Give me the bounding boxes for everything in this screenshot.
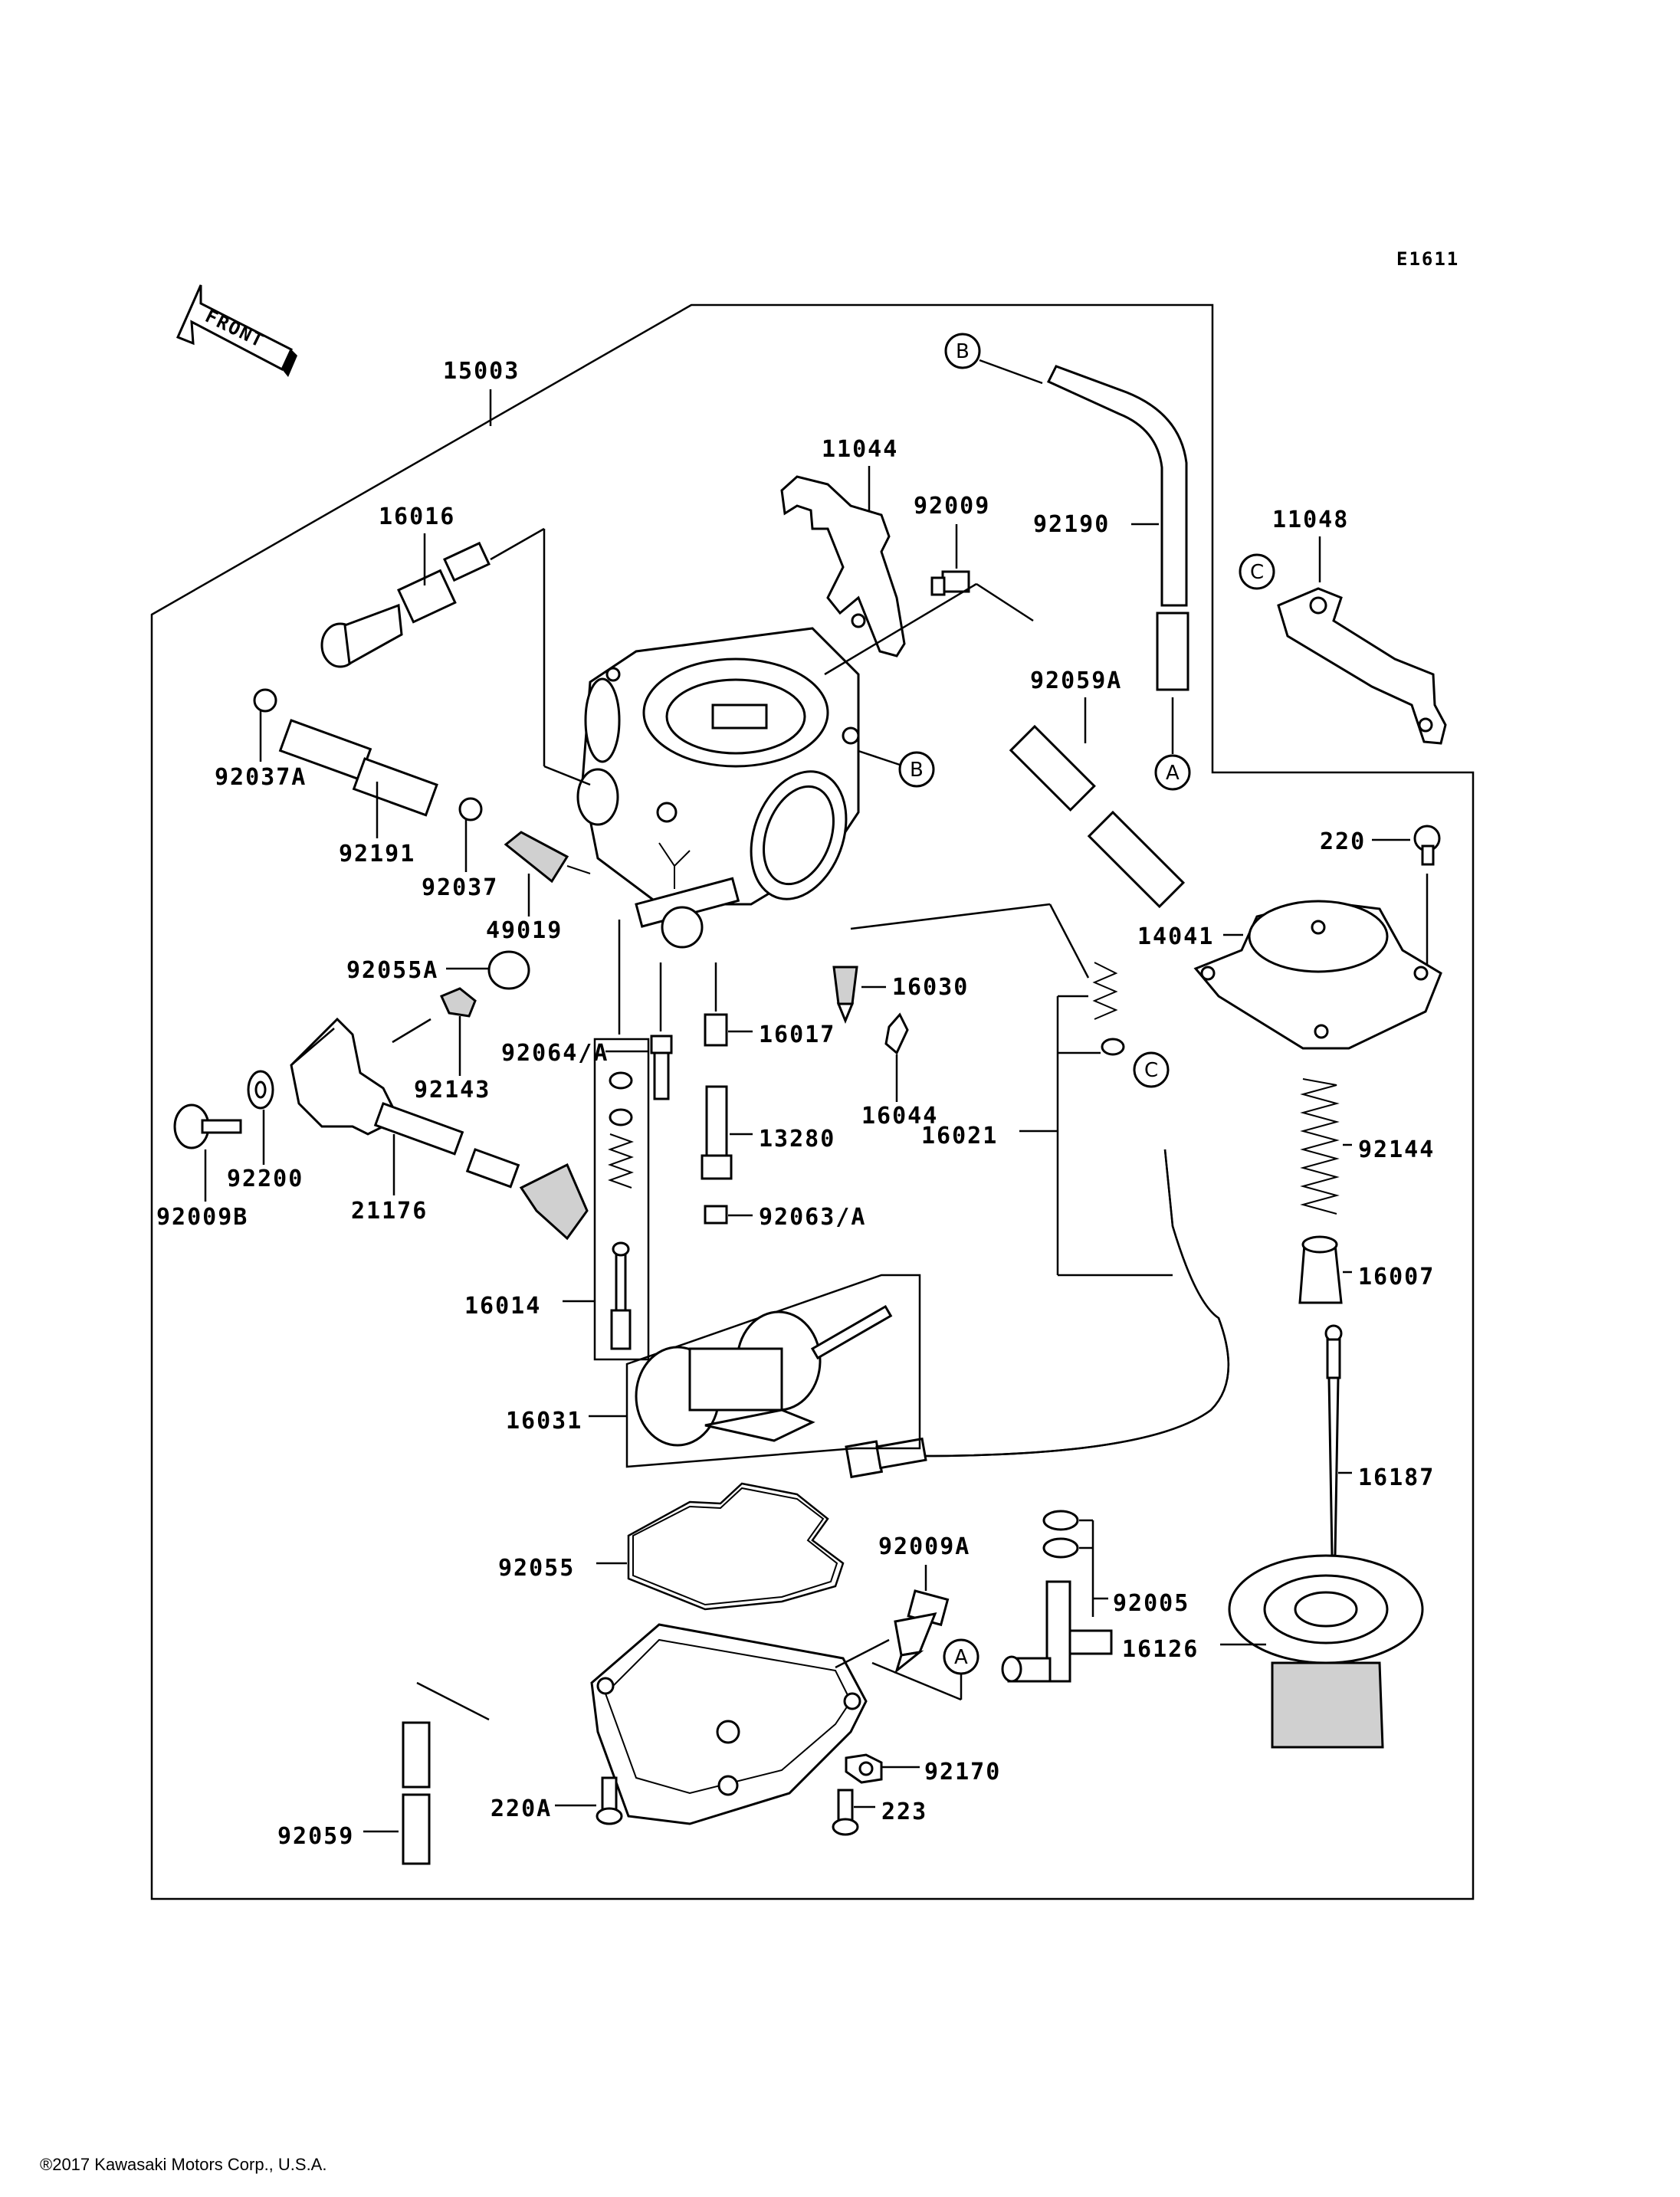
carburetor-body	[576, 627, 860, 949]
hose-92059	[402, 1721, 431, 1865]
part-label-92059a: 92059A	[1030, 667, 1122, 694]
callout-a-hose: A	[1154, 697, 1191, 791]
part-label-15003: 15003	[443, 358, 520, 385]
part-label-92063a: 92063/A	[759, 1204, 866, 1231]
clip-92037	[458, 797, 483, 821]
part-label-92170: 92170	[924, 1759, 1001, 1785]
part-label-220a: 220A	[491, 1795, 552, 1822]
part-label-92037a: 92037A	[215, 764, 307, 791]
needle-16187	[1324, 1324, 1343, 1557]
screw-92009	[930, 570, 970, 596]
bolt-92009b	[173, 1103, 242, 1149]
screw-220	[1413, 825, 1441, 866]
part-label-92009a: 92009A	[878, 1533, 970, 1560]
orings-92005	[1042, 1510, 1079, 1559]
sensor-21176	[290, 1017, 589, 1241]
oring-92055a	[487, 950, 530, 990]
part-label-92055: 92055	[498, 1555, 575, 1582]
hose-92191	[278, 719, 438, 817]
callout-a-bowl: A	[943, 1638, 979, 1675]
cap-92143	[439, 987, 477, 1018]
part-label-92005: 92005	[1113, 1590, 1189, 1617]
part-label-11048: 11048	[1272, 507, 1349, 533]
part-label-13280: 13280	[759, 1126, 835, 1153]
part-label-223: 223	[881, 1799, 927, 1825]
part-label-16016: 16016	[379, 503, 455, 530]
diaphragm-16126	[1228, 1554, 1424, 1749]
throttle-cable	[845, 1149, 1230, 1479]
part-label-92009: 92009	[914, 493, 990, 520]
front-arrow-icon: FRONT	[176, 284, 297, 377]
part-label-16044: 16044	[861, 1103, 938, 1130]
part-label-16187: 16187	[1358, 1464, 1435, 1491]
valve-16030	[832, 966, 858, 1024]
spring-92144	[1300, 1078, 1340, 1215]
part-label-16030: 16030	[892, 974, 969, 1001]
svg-text:C: C	[1250, 561, 1264, 584]
part-label-92037: 92037	[422, 874, 498, 901]
holder-16007	[1298, 1235, 1343, 1304]
float-bowl	[590, 1623, 868, 1825]
part-label-11044: 11044	[822, 436, 898, 463]
part-label-92200: 92200	[227, 1166, 304, 1192]
part-label-16014: 16014	[464, 1293, 541, 1320]
svg-text:A: A	[954, 1646, 968, 1669]
copyright-notice: ®2017 Kawasaki Motors Corp., U.S.A.	[40, 2155, 326, 2174]
hose-92059a	[1009, 724, 1186, 909]
gasket-92055	[627, 1482, 845, 1611]
part-label-92009b: 92009B	[156, 1204, 248, 1231]
svg-text:B: B	[956, 340, 970, 363]
part-label-16031: 16031	[506, 1408, 582, 1435]
hose-92190	[1046, 365, 1189, 691]
callout-b-middle: B	[898, 751, 935, 788]
bracket-11044	[780, 475, 906, 657]
callout-c-cable: C	[1133, 1051, 1170, 1088]
cover-14041	[1193, 900, 1442, 1050]
clamp-92170	[845, 1753, 883, 1784]
fuel-tee-fitting	[1001, 1580, 1113, 1683]
part-label-16007: 16007	[1358, 1264, 1435, 1290]
washer-92200	[247, 1070, 274, 1110]
part-label-16126: 16126	[1122, 1636, 1199, 1663]
part-label-92059: 92059	[277, 1823, 354, 1850]
screw-220a	[596, 1776, 623, 1825]
svg-text:B: B	[910, 759, 924, 782]
svg-text:C: C	[1144, 1059, 1158, 1082]
svg-text:A: A	[1166, 762, 1180, 785]
plunger-16016	[320, 541, 491, 668]
clip-92037a	[253, 688, 277, 713]
part-label-92144: 92144	[1358, 1136, 1435, 1163]
jet-16017	[704, 1013, 728, 1047]
jet-92064a	[650, 1035, 673, 1100]
part-label-16021: 16021	[921, 1123, 998, 1149]
screw-92009a	[894, 1589, 950, 1674]
part-label-16017: 16017	[759, 1021, 835, 1048]
pilot-screw-set-16014	[593, 1038, 650, 1361]
callout-c-bracket: C	[1239, 553, 1275, 590]
part-label-92055a: 92055A	[346, 957, 438, 984]
needle-jet-13280	[701, 1085, 733, 1180]
part-label-21176: 21176	[351, 1198, 428, 1225]
jet-92063a	[704, 1205, 728, 1225]
part-label-92143: 92143	[414, 1077, 491, 1103]
assembly-frame	[150, 303, 1475, 1900]
screw-223	[832, 1789, 859, 1836]
clip-16044	[884, 1012, 909, 1055]
callout-b-top: B	[944, 333, 981, 369]
part-label-92191: 92191	[339, 841, 415, 867]
diagram-code: E1611	[1396, 248, 1459, 270]
bracket-11048	[1277, 587, 1447, 745]
float-assembly-16031	[625, 1274, 921, 1468]
part-label-92190: 92190	[1033, 511, 1110, 538]
part-label-14041: 14041	[1137, 923, 1214, 950]
part-label-220: 220	[1320, 828, 1366, 855]
part-label-49019: 49019	[486, 917, 563, 944]
part-label-92064a: 92064/A	[501, 1040, 609, 1067]
throttle-spring-16021	[1092, 962, 1125, 1056]
filter-49019	[504, 831, 591, 884]
